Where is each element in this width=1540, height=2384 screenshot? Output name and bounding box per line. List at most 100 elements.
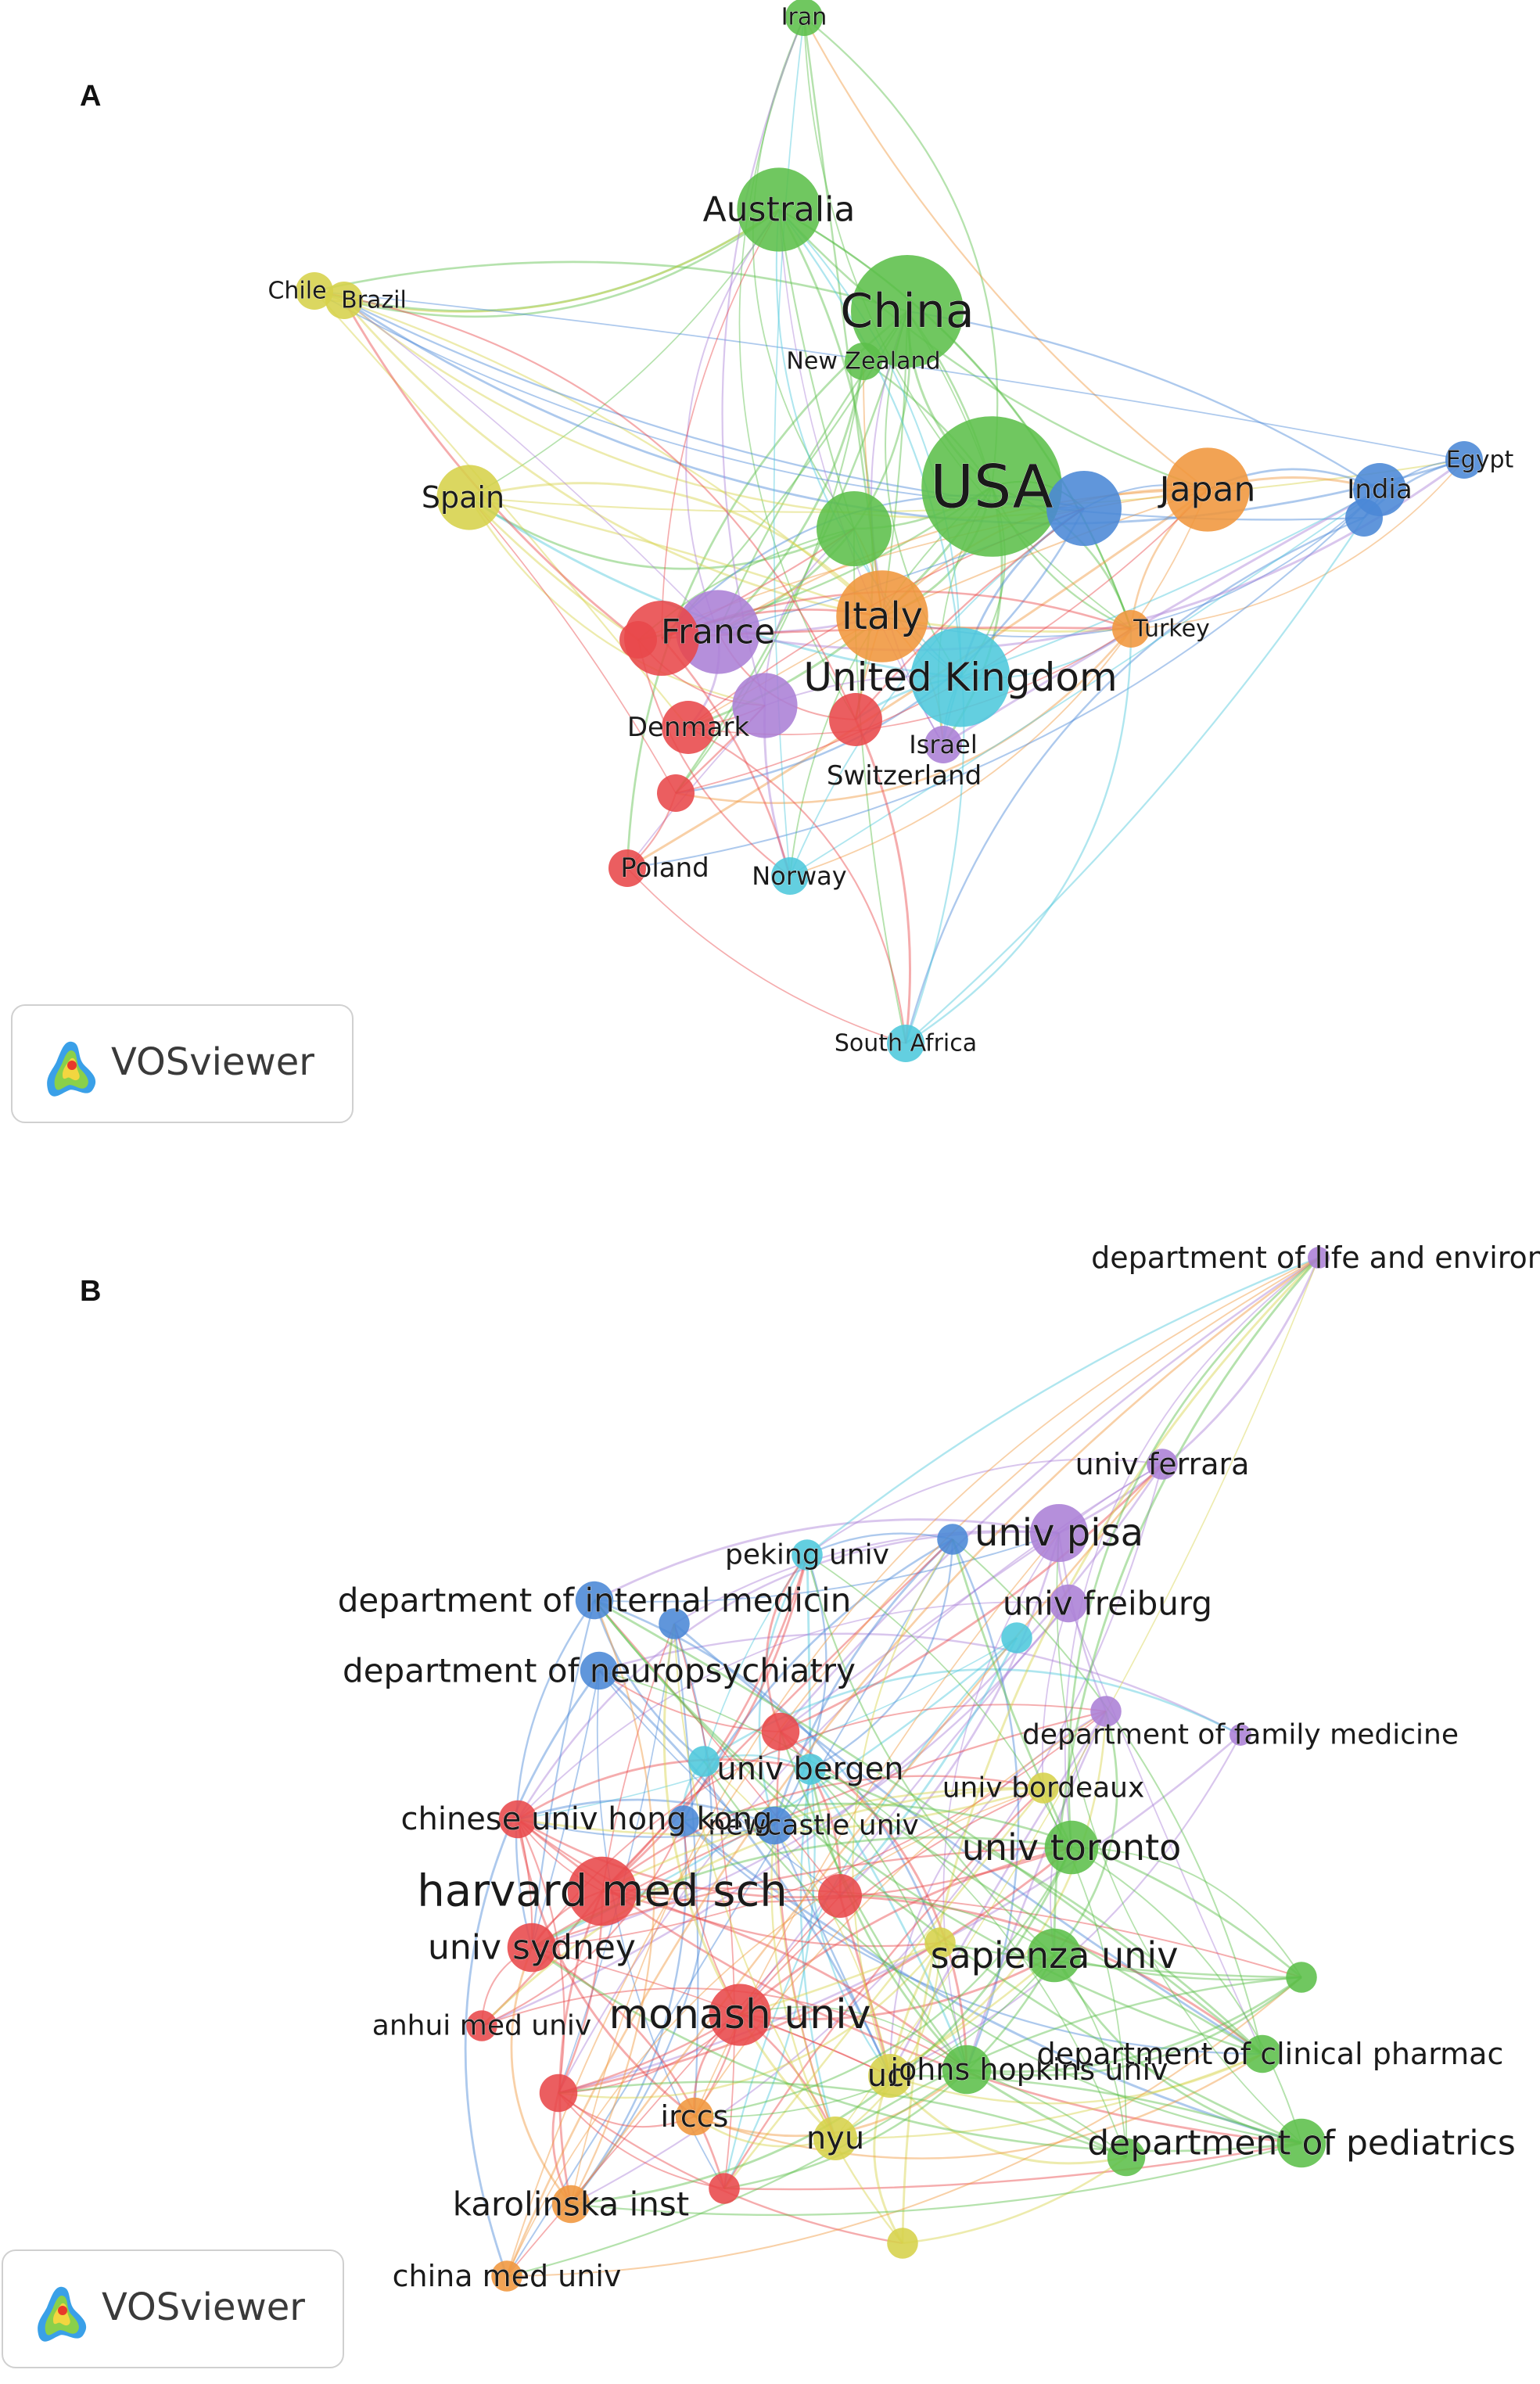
node-spain[interactable] <box>436 465 502 530</box>
node-brazil[interactable] <box>325 282 363 319</box>
node-australia[interactable] <box>737 167 821 252</box>
node-southafrica[interactable] <box>887 1025 924 1062</box>
node-redB3[interactable] <box>539 2073 578 2113</box>
network-edge <box>343 208 780 318</box>
network-edge <box>570 2142 1302 2217</box>
node-famed[interactable] <box>1229 1724 1251 1746</box>
node-hongkong[interactable] <box>498 1800 537 1839</box>
label-famed: department of family medicine <box>1022 1719 1459 1751</box>
network-edge <box>752 16 855 530</box>
network-edge <box>778 209 962 678</box>
node-uk[interactable] <box>910 627 1011 727</box>
node-greenB1[interactable] <box>1107 2138 1146 2177</box>
label-china: China <box>840 284 974 339</box>
network-edge <box>637 639 791 877</box>
network-edge <box>468 497 677 794</box>
network-edge <box>506 1538 953 2277</box>
node-redB2[interactable] <box>761 1712 800 1751</box>
node-switzerland[interactable] <box>829 693 882 746</box>
node-yellowB2[interactable] <box>887 2228 918 2259</box>
network-edge <box>517 1798 775 1827</box>
node-ferrara[interactable] <box>1147 1449 1178 1480</box>
node-egypt[interactable] <box>1445 441 1483 479</box>
node-irccs[interactable] <box>675 2097 714 2136</box>
node-israel[interactable] <box>924 726 962 763</box>
node-cyan2[interactable] <box>1001 1622 1032 1653</box>
node-poland[interactable] <box>608 849 646 887</box>
node-purpleB[interactable] <box>1090 1696 1122 1727</box>
node-newcastle[interactable] <box>755 1806 794 1845</box>
node-peking[interactable] <box>792 1539 823 1571</box>
node-denmark[interactable] <box>662 701 715 754</box>
network-edge <box>687 727 907 1044</box>
node-norway[interactable] <box>771 857 809 895</box>
node-greenB2[interactable] <box>1286 1962 1317 1993</box>
node-turkey[interactable] <box>1112 610 1150 648</box>
node-karolinska[interactable] <box>551 2185 591 2224</box>
node-neuro[interactable] <box>580 1651 619 1690</box>
node-indiaSmall[interactable] <box>1345 499 1383 537</box>
network-edge <box>531 1670 600 1948</box>
network-edge <box>531 1946 726 2189</box>
network-edge <box>873 2075 904 2244</box>
label-newcastle: newcastle univ <box>708 1810 919 1842</box>
network-edge <box>598 1669 892 2077</box>
node-blueA[interactable] <box>1046 471 1122 546</box>
panel-a-letter: A <box>80 80 102 113</box>
node-iran[interactable] <box>785 0 823 36</box>
node-yellowB1[interactable] <box>924 1927 956 1959</box>
node-toronto[interactable] <box>1044 1820 1099 1875</box>
label-peds: department of pediatrics <box>1087 2124 1516 2163</box>
node-monash[interactable] <box>709 1984 771 2046</box>
node-redSmall[interactable] <box>619 621 657 659</box>
node-redSmall2[interactable] <box>657 774 695 812</box>
node-blueB3[interactable] <box>668 1805 699 1836</box>
node-clinpharm[interactable] <box>1243 2034 1282 2073</box>
node-peds[interactable] <box>1276 2118 1326 2168</box>
network-edge <box>601 1890 967 2071</box>
label-harvard: harvard med sch <box>417 1866 787 1917</box>
node-intmed[interactable] <box>575 1581 614 1620</box>
node-redB4[interactable] <box>709 2173 740 2204</box>
node-blueB2[interactable] <box>937 1524 968 1555</box>
node-bordeaux[interactable] <box>1028 1772 1059 1804</box>
label-newzealand: New Zealand <box>786 348 940 375</box>
node-hopkins[interactable] <box>942 2045 992 2095</box>
node-green2[interactable] <box>817 491 892 566</box>
network-edge <box>570 1623 713 2205</box>
node-chinamed[interactable] <box>491 2260 522 2292</box>
label-brazil: Brazil <box>341 287 407 314</box>
node-dle[interactable] <box>1308 1247 1330 1269</box>
network-edge <box>558 2081 1127 2159</box>
node-usa[interactable] <box>921 416 1062 557</box>
node-italy[interactable] <box>836 570 928 662</box>
network-edge <box>773 1825 892 2077</box>
node-sydney[interactable] <box>507 1923 557 1973</box>
node-china[interactable] <box>851 255 964 368</box>
network-edge <box>343 300 1132 633</box>
network-edge <box>835 2052 1263 2140</box>
node-freiburg[interactable] <box>1049 1584 1088 1623</box>
node-purple2[interactable] <box>732 673 798 738</box>
node-france[interactable] <box>676 590 760 674</box>
node-japan[interactable] <box>1165 447 1250 532</box>
node-harvard[interactable] <box>567 1856 637 1926</box>
node-sapienza[interactable] <box>1027 1928 1082 1983</box>
node-redB1[interactable] <box>818 1874 862 1918</box>
node-bergen[interactable] <box>795 1754 826 1785</box>
node-blueB1[interactable] <box>659 1608 690 1639</box>
node-chile[interactable] <box>296 272 333 310</box>
node-pisa[interactable] <box>1029 1503 1089 1563</box>
node-newzealand[interactable] <box>845 343 882 380</box>
network-edge <box>942 488 1380 746</box>
node-ucl[interactable] <box>868 2054 912 2098</box>
node-cyan3[interactable] <box>688 1746 720 1777</box>
network-edge <box>601 1775 1044 1892</box>
node-nyu[interactable] <box>813 2117 857 2160</box>
label-irccs: irccs <box>661 2099 729 2134</box>
node-anhui[interactable] <box>466 2010 497 2041</box>
